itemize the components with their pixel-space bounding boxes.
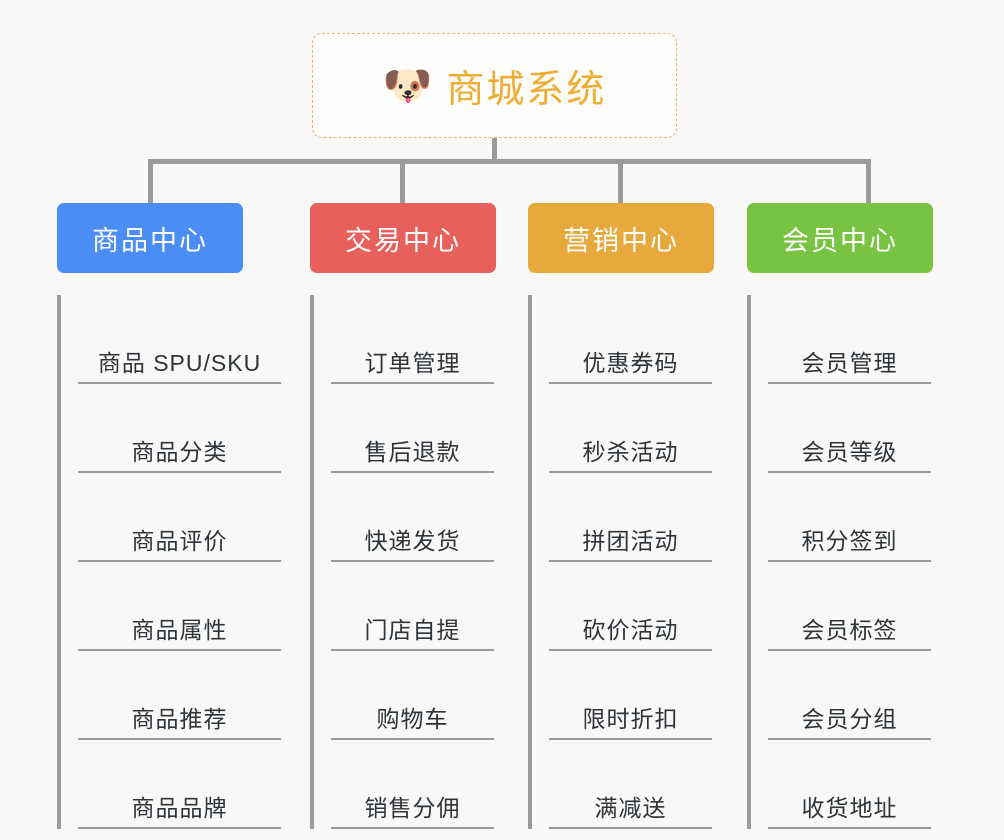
leaf-item[interactable]: 销售分佣 (331, 740, 494, 829)
leaf-list-marketing: 优惠券码 秒杀活动 拼团活动 砍价活动 限时折扣 满减送 (528, 295, 712, 829)
leaf-item[interactable]: 售后退款 (331, 384, 494, 473)
dog-face-icon: 🐶 (382, 63, 433, 108)
leaf-item-label: 会员管理 (801, 350, 898, 377)
leaf-item[interactable]: 满减送 (549, 740, 712, 829)
leaf-item-label: 满减送 (594, 795, 667, 822)
leaf-item-label: 售后退款 (364, 439, 461, 466)
category-header-member[interactable]: 会员中心 (747, 203, 933, 273)
connector-drop-3 (866, 159, 871, 205)
root-node[interactable]: 🐶 商城系统 (312, 33, 677, 138)
leaf-list-trade: 订单管理 售后退款 快递发货 门店自提 购物车 销售分佣 (310, 295, 494, 829)
leaf-item-label: 砍价活动 (582, 617, 679, 644)
leaf-item[interactable]: 订单管理 (331, 295, 494, 384)
leaf-item-label: 会员等级 (801, 439, 898, 466)
leaf-item[interactable]: 门店自提 (331, 562, 494, 651)
leaf-item[interactable]: 商品属性 (78, 562, 281, 651)
connector-drop-1 (400, 159, 405, 205)
leaf-item[interactable]: 会员标签 (768, 562, 931, 651)
connector-drop-0 (148, 159, 153, 205)
leaf-item-label: 会员标签 (801, 617, 898, 644)
leaf-item[interactable]: 积分签到 (768, 473, 931, 562)
leaf-item[interactable]: 快递发货 (331, 473, 494, 562)
leaf-list-product: 商品 SPU/SKU 商品分类 商品评价 商品属性 商品推荐 商品品牌 (57, 295, 281, 829)
leaf-item[interactable]: 限时折扣 (549, 651, 712, 740)
category-header-label: 交易中心 (345, 225, 461, 256)
leaf-item-label: 门店自提 (364, 617, 461, 644)
category-header-label: 会员中心 (782, 225, 898, 256)
leaf-item[interactable]: 商品分类 (78, 384, 281, 473)
leaf-item[interactable]: 秒杀活动 (549, 384, 712, 473)
leaf-item-label: 购物车 (376, 706, 449, 733)
leaf-item-label: 商品 SPU/SKU (97, 350, 262, 377)
leaf-item-label: 积分签到 (801, 528, 898, 555)
category-column-product: 商品中心 商品 SPU/SKU 商品分类 商品评价 商品属性 商品推荐 商品品牌 (57, 203, 281, 829)
category-header-trade[interactable]: 交易中心 (310, 203, 496, 273)
leaf-item[interactable]: 商品评价 (78, 473, 281, 562)
leaf-item[interactable]: 砍价活动 (549, 562, 712, 651)
leaf-item-label: 订单管理 (364, 350, 461, 377)
leaf-item[interactable]: 商品 SPU/SKU (78, 295, 281, 384)
category-header-label: 营销中心 (563, 225, 679, 256)
leaf-item-label: 商品分类 (131, 439, 228, 466)
leaf-item[interactable]: 优惠券码 (549, 295, 712, 384)
leaf-item-label: 商品品牌 (131, 795, 228, 822)
leaf-list-member: 会员管理 会员等级 积分签到 会员标签 会员分组 收货地址 (747, 295, 931, 829)
leaf-item-label: 商品推荐 (131, 706, 228, 733)
leaf-item-label: 商品属性 (131, 617, 228, 644)
leaf-item-label: 会员分组 (801, 706, 898, 733)
connector-root-stem (492, 138, 497, 163)
leaf-item[interactable]: 会员等级 (768, 384, 931, 473)
leaf-item-label: 快递发货 (364, 528, 461, 555)
category-column-marketing: 营销中心 优惠券码 秒杀活动 拼团活动 砍价活动 限时折扣 满减送 (528, 203, 718, 829)
leaf-item[interactable]: 购物车 (331, 651, 494, 740)
leaf-item-label: 收货地址 (801, 795, 898, 822)
category-column-member: 会员中心 会员管理 会员等级 积分签到 会员标签 会员分组 收货地址 (747, 203, 937, 829)
leaf-item-label: 销售分佣 (364, 795, 461, 822)
leaf-item-label: 商品评价 (131, 528, 228, 555)
leaf-item-label: 限时折扣 (582, 706, 679, 733)
leaf-item[interactable]: 会员管理 (768, 295, 931, 384)
leaf-item[interactable]: 会员分组 (768, 651, 931, 740)
root-node-title: 商城系统 (446, 69, 607, 111)
leaf-item-label: 拼团活动 (582, 528, 679, 555)
category-column-trade: 交易中心 订单管理 售后退款 快递发货 门店自提 购物车 销售分佣 (310, 203, 500, 829)
leaf-item[interactable]: 商品推荐 (78, 651, 281, 740)
leaf-item[interactable]: 商品品牌 (78, 740, 281, 829)
leaf-item-label: 优惠券码 (582, 350, 679, 377)
category-header-marketing[interactable]: 营销中心 (528, 203, 714, 273)
category-header-label: 商品中心 (92, 225, 208, 256)
leaf-item[interactable]: 拼团活动 (549, 473, 712, 562)
leaf-item-label: 秒杀活动 (582, 439, 679, 466)
category-header-product[interactable]: 商品中心 (57, 203, 243, 273)
leaf-item[interactable]: 收货地址 (768, 740, 931, 829)
connector-bus (148, 159, 871, 164)
connector-drop-2 (618, 159, 623, 205)
